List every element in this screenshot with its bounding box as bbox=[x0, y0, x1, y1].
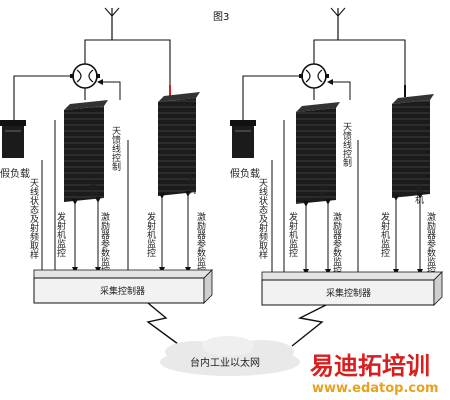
right-main-transmitter bbox=[296, 102, 340, 204]
right-system: 假负载 天馈线控制 主机 备机 天线状态及射频取样 发射机监控 激励器参数监控 … bbox=[230, 7, 443, 306]
right-backup-tx-label: 备机 bbox=[413, 185, 424, 205]
left-antenna-icon bbox=[104, 7, 120, 40]
right-antenna-icon bbox=[330, 7, 346, 40]
left-dummy-load bbox=[0, 120, 26, 158]
right-tx-monitor-backup-label: 发射机监控 bbox=[379, 211, 390, 258]
right-main-tx-label: 主机 bbox=[317, 181, 328, 201]
right-backup-transmitter bbox=[392, 94, 434, 198]
figure-title: 图3 bbox=[213, 11, 229, 23]
left-controller-box bbox=[33, 269, 213, 304]
right-controller-label: 采集控制器 bbox=[326, 287, 371, 299]
right-dummy-load bbox=[230, 120, 256, 158]
watermark: 易迪拓培训 www.edatop.com bbox=[310, 352, 439, 396]
left-coax-switch-icon bbox=[70, 63, 100, 89]
left-exciter-monitor-backup-label: 激励器参数监控 bbox=[195, 211, 206, 276]
left-tx-monitor-backup-label: 发射机监控 bbox=[145, 211, 156, 258]
right-coax-switch-icon bbox=[299, 63, 329, 89]
right-antenna-control-label: 天馈线控制 bbox=[341, 122, 352, 167]
right-exciter-monitor-backup-label: 激励器参数监控 bbox=[425, 211, 436, 276]
left-antenna-control-label: 天馈线控制 bbox=[110, 126, 121, 171]
left-exciter-monitor-main-label: 激励器参数监控 bbox=[99, 211, 110, 276]
right-antenna-status-label: 天线状态及射频取样 bbox=[257, 178, 268, 260]
left-main-transmitter bbox=[64, 100, 108, 202]
left-tx-monitor-main-label: 发射机监控 bbox=[55, 211, 66, 258]
watermark-brand: 易迪拓培训 bbox=[310, 352, 430, 380]
right-network-link bbox=[291, 304, 327, 347]
right-exciter-monitor-main-label: 激励器参数监控 bbox=[331, 211, 342, 276]
watermark-url: www.edatop.com bbox=[312, 381, 439, 396]
left-dummy-load-label: 假负载 bbox=[0, 167, 30, 180]
right-dummy-load-label: 假负载 bbox=[230, 167, 260, 180]
left-backup-transmitter bbox=[158, 92, 200, 196]
left-controller-label: 采集控制器 bbox=[100, 285, 145, 297]
right-tx-monitor-main-label: 发射机监控 bbox=[287, 211, 298, 258]
left-antenna-status-label: 天线状态及射频取样 bbox=[28, 178, 39, 260]
left-network-link bbox=[146, 302, 179, 345]
left-backup-tx-label: 备机 bbox=[185, 175, 196, 195]
network-label: 台内工业以太网 bbox=[190, 356, 260, 369]
left-main-tx-label: 主机 bbox=[87, 179, 98, 199]
right-controller-box bbox=[261, 271, 443, 306]
left-system: 假负载 天馈线控制 主机 备机 天线状态及射频取样 发射机监控 激励器参数监控 … bbox=[0, 7, 213, 304]
network-cloud bbox=[160, 336, 300, 376]
